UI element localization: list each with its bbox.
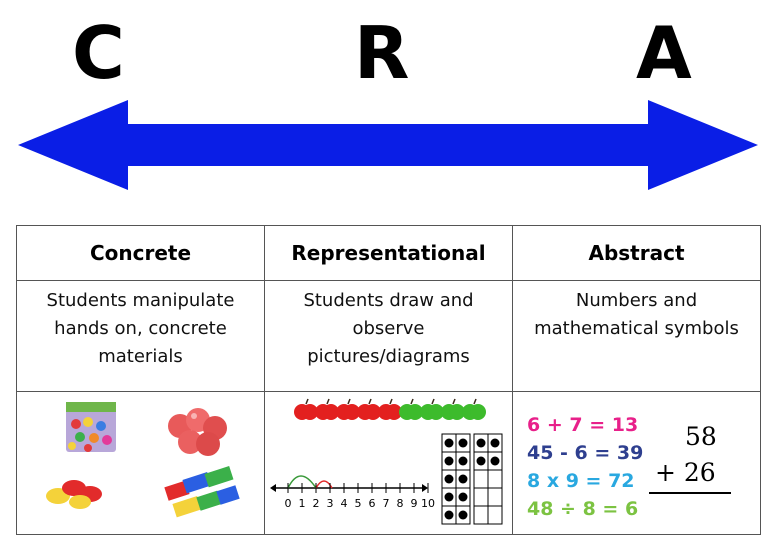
- ten-frame: [441, 433, 470, 525]
- green-apple-icon: [398, 398, 423, 420]
- two-color-counters-icon: [45, 480, 102, 509]
- ten-frame-cell: [487, 469, 502, 489]
- desc-concrete-text: Students manipulate hands on, concrete m…: [46, 290, 235, 367]
- letter-r: R: [354, 11, 410, 95]
- ten-frame-dot: [476, 438, 485, 448]
- ten-frame-dot: [490, 456, 499, 466]
- red-apple-icon: [314, 398, 339, 420]
- number-line-label: 4: [340, 497, 347, 510]
- double-arrow-icon: [18, 100, 758, 190]
- ten-frame-cell: [473, 487, 488, 507]
- green-apple-icon: [461, 398, 486, 420]
- ten-frame-dot: [444, 474, 453, 484]
- equation-subtraction: 45 - 6 = 39: [527, 442, 644, 464]
- equation-addition: 6 + 7 = 13: [527, 414, 639, 436]
- counting-chips-bag-icon: [65, 402, 116, 452]
- concrete-images: [16, 391, 265, 535]
- description-row: Students manipulate hands on, concrete m…: [16, 280, 761, 392]
- number-line-label: 2: [312, 497, 319, 510]
- ten-frame-cell: [487, 505, 502, 525]
- sum-line: [649, 492, 731, 494]
- ten-frame-dot: [458, 492, 467, 502]
- ten-frame-dot: [458, 438, 467, 448]
- number-line-label: 8: [396, 497, 403, 510]
- ten-frame-cell: [473, 469, 488, 489]
- number-line-label: 6: [368, 497, 375, 510]
- red-apple-icon: [356, 398, 381, 420]
- number-line-label: 10: [421, 497, 435, 510]
- desc-representational: Students draw and observe pictures/diagr…: [264, 280, 513, 392]
- header-representational: Representational: [264, 225, 513, 281]
- ten-frame-dot: [444, 456, 453, 466]
- header-abstract: Abstract: [512, 225, 761, 281]
- number-line-label: 9: [410, 497, 417, 510]
- ten-frame-cell: [473, 505, 488, 525]
- linking-cubes-icon: [163, 466, 240, 518]
- concrete-manipulatives-image: [45, 402, 240, 518]
- ten-frame-dot: [458, 456, 467, 466]
- ten-frame-dot: [444, 438, 453, 448]
- letter-a: A: [636, 11, 692, 95]
- ten-frame-dot: [490, 438, 499, 448]
- ten-frame-cell: [487, 487, 502, 507]
- green-apple-icon: [440, 398, 465, 420]
- abstract-content: 6 + 7 = 13 45 - 6 = 39 8 x 9 = 72 48 ÷ 8…: [512, 391, 761, 535]
- desc-representational-text: Students draw and observe pictures/diagr…: [303, 290, 474, 367]
- apple-row: [293, 398, 486, 420]
- ten-frame: [473, 433, 502, 525]
- red-apple-icon: [293, 398, 318, 420]
- ten-frame-dot: [444, 510, 453, 520]
- green-apple-icon: [419, 398, 444, 420]
- letter-c: C: [72, 11, 125, 95]
- ten-frame-dot: [444, 492, 453, 502]
- number-line-label: 1: [298, 497, 305, 510]
- header-concrete: Concrete: [16, 225, 265, 281]
- number-line-label: 5: [354, 497, 361, 510]
- desc-abstract-text: Numbers and mathematical symbols: [534, 290, 739, 339]
- vertical-sum-top: 58: [685, 422, 717, 451]
- vertical-sum-bottom: + 26: [655, 458, 716, 487]
- red-apples-icon: [167, 408, 227, 456]
- desc-abstract: Numbers and mathematical symbols: [512, 280, 761, 392]
- number-line-label: 7: [382, 497, 389, 510]
- ten-frame-dot: [458, 474, 467, 484]
- ten-frame-dot: [476, 456, 485, 466]
- cra-table: Concrete Representational Abstract Stude…: [16, 225, 761, 535]
- header-row: Concrete Representational Abstract: [16, 225, 761, 281]
- ten-frames: [441, 433, 502, 525]
- number-line-label: 0: [284, 497, 291, 510]
- equation-multiplication: 8 x 9 = 72: [527, 470, 635, 492]
- ten-frame-dot: [458, 510, 467, 520]
- red-apple-icon: [377, 398, 402, 420]
- red-apple-icon: [335, 398, 360, 420]
- number-line-label: 3: [326, 497, 333, 510]
- desc-concrete: Students manipulate hands on, concrete m…: [16, 280, 265, 392]
- equation-division: 48 ÷ 8 = 6: [527, 498, 639, 520]
